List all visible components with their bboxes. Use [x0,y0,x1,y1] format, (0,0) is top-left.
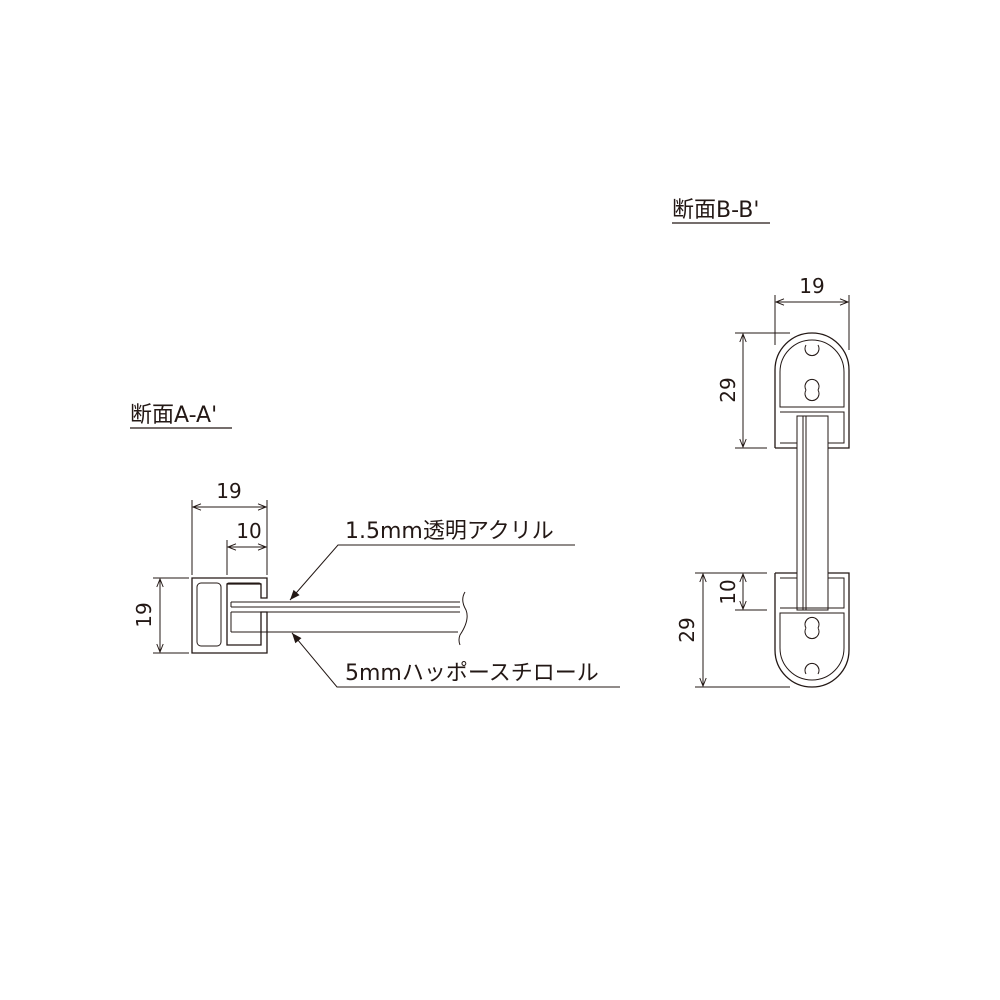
dimension-width-b: 19 [774,274,850,350]
frame-profile-a [191,577,268,654]
svg-text:19: 19 [132,602,156,627]
svg-text:19: 19 [216,479,241,503]
svg-text:1.5mm透明アクリル: 1.5mm透明アクリル [345,519,554,544]
dimension-width-a: 19 [191,479,268,575]
screw-slot-icon [804,344,820,402]
svg-text:10: 10 [716,579,740,604]
section-b: 断面B-B' 19 29 [672,198,850,688]
dimension-lower-b: 29 10 [675,572,790,688]
acrylic-panel [230,601,460,608]
section-b-title: 断面B-B' [672,198,759,223]
leader-acrylic: 1.5mm透明アクリル [289,519,575,601]
svg-text:5mmハッポースチロール: 5mmハッポースチロール [345,661,599,686]
panel-core-b [796,415,829,611]
upper-profile [774,332,850,449]
dimension-height-a: 19 [132,577,189,654]
lower-profile [774,572,850,688]
screw-slot-icon [804,616,820,675]
svg-text:19: 19 [799,274,824,298]
dimension-upper-b: 29 [716,332,790,449]
dimension-inner-a: 10 [226,519,266,575]
section-a-title: 断面A-A' [130,403,217,428]
svg-text:29: 29 [716,377,740,402]
svg-text:29: 29 [675,617,699,642]
leader-styrene: 5mmハッポースチロール [291,632,620,688]
styrene-board [230,591,468,646]
svg-text:10: 10 [236,519,261,543]
section-a: 断面A-A' 19 10 19 [130,403,620,688]
break-line [458,591,468,646]
